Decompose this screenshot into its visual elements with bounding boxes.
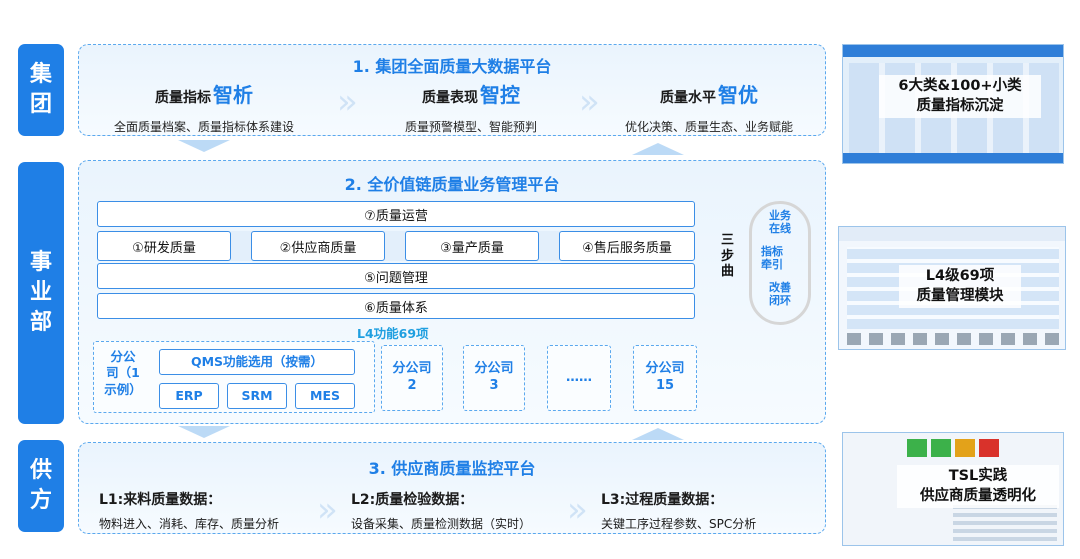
tier-division-label: 事 业 部 (29, 250, 52, 335)
p1-item-3-sub: 优化决策、质量生态、业务赋能 (624, 120, 793, 134)
p3-item-1-sub: 物料进入、消耗、库存、质量分析 (99, 517, 280, 531)
p3-item-3: L3:过程质量数据： 关键工序过程参数、SPC分析 (601, 489, 821, 532)
p1-item-1: 质量指标智析 全面质量档案、质量指标体系建设 (79, 79, 329, 135)
p3-item-2-sub: 设备采集、质量检测数据（实时） (351, 517, 532, 531)
arrow-up-icon (632, 428, 684, 440)
arrow-down-icon (178, 426, 230, 438)
arrow-up-icon (632, 143, 684, 155)
branch-ellipsis: …… (547, 345, 611, 411)
cycle-ring (749, 201, 811, 325)
thumb-color-block (907, 439, 927, 457)
tier-group-label: 集 团 (29, 62, 52, 117)
tier-division: 事 业 部 (18, 162, 64, 424)
p3-item-3-sub: 关键工序过程参数、SPC分析 (601, 517, 757, 531)
platform-3-title: 3. 供应商质量监控平台 (368, 459, 536, 478)
p3-item-2: L2:质量检验数据： 设备采集、质量检测数据（实时） (351, 489, 581, 532)
quality-ops-bar: ⑦质量运营 (97, 201, 695, 227)
arrow-down-icon (178, 140, 230, 152)
tier-supplier-label: 供 方 (29, 458, 52, 513)
chevron-right-icon: » (567, 490, 588, 530)
thumb-header-bar (843, 45, 1063, 57)
module-supplier: ②供应商质量 (251, 231, 385, 261)
platform-2-title: 2. 全价值链质量业务管理平台 (344, 175, 560, 194)
thumbnail-supplier: TSL实践 供应商质量透明化 (842, 432, 1064, 546)
module-after-sales: ④售后服务质量 (559, 231, 695, 261)
issue-management-bar: ⑤问题管理 (97, 263, 695, 289)
thumbnail-dashboard: 6大类&100+小类 质量指标沉淀 (842, 44, 1064, 164)
p3-item-1-kw: L1:来料质量数据： (99, 492, 222, 508)
chevron-right-icon: » (317, 490, 338, 530)
p1-item-2: 质量表现智控 质量预警模型、智能预判 (361, 79, 581, 135)
p1-item-2-sub: 质量预警模型、智能预判 (404, 120, 537, 134)
p1-item-3: 质量水平智优 优化决策、质量生态、业务赋能 (599, 79, 819, 135)
tier-group: 集 团 (18, 44, 64, 136)
cycle-step-1: 业务 在线 (769, 209, 791, 236)
quality-system-bar: ⑥质量体系 (97, 293, 695, 319)
p3-item-1: L1:来料质量数据： 物料进入、消耗、库存、质量分析 (99, 489, 329, 532)
cycle-step-2: 指标 牵引 (761, 245, 783, 272)
branch-1-label: 分公 司（1 示例） (104, 349, 142, 397)
thumbnail-2-label: L4级69项 质量管理模块 (899, 265, 1021, 309)
p1-item-1-sub: 全面质量档案、质量指标体系建设 (113, 120, 294, 134)
chevron-right-icon: » (337, 82, 358, 122)
thumb-color-block (979, 439, 999, 457)
qms-selection: QMS功能选用（按需） (159, 349, 355, 375)
branch-2: 分公司 2 (381, 345, 443, 411)
p1-item-1-kw: 质量指标 (155, 90, 211, 106)
branch-3: 分公司 3 (463, 345, 525, 411)
thumbnail-modules: L4级69项 质量管理模块 (838, 226, 1066, 350)
l4-label: L4功能69项 (357, 326, 429, 341)
thumb-color-block (955, 439, 975, 457)
erp-box: ERP (159, 383, 219, 409)
tier-supplier: 供 方 (18, 440, 64, 532)
p3-item-3-kw: L3:过程质量数据： (601, 492, 724, 508)
thumb-logo-row (847, 333, 1059, 345)
mes-box: MES (295, 383, 355, 409)
thumb-header-bar (839, 227, 1065, 241)
platform-3-panel: 3. 供应商质量监控平台 L1:来料质量数据： 物料进入、消耗、库存、质量分析 … (78, 442, 826, 534)
chevron-right-icon: » (579, 82, 600, 122)
thumbnail-3-label: TSL实践 供应商质量透明化 (897, 465, 1059, 509)
p1-item-3-kw: 质量水平 (660, 90, 716, 106)
thumbnail-1-label: 6大类&100+小类 质量指标沉淀 (879, 75, 1041, 119)
branch-15: 分公司 15 (633, 345, 697, 411)
thumb-color-block (931, 439, 951, 457)
p1-item-2-kw: 质量表现 (422, 90, 478, 106)
srm-box: SRM (227, 383, 287, 409)
thumb-footer-bar (843, 153, 1063, 163)
p1-item-2-big: 智控 (480, 83, 520, 107)
platform-1-panel: 1. 集团全面质量大数据平台 质量指标智析 全面质量档案、质量指标体系建设 » … (78, 44, 826, 136)
platform-1-title: 1. 集团全面质量大数据平台 (352, 57, 552, 76)
module-production: ③量产质量 (405, 231, 539, 261)
p1-item-1-big: 智析 (213, 83, 253, 107)
p1-item-3-big: 智优 (718, 83, 758, 107)
three-step-label: 三 步 曲 (721, 233, 735, 280)
platform-2-panel: 2. 全价值链质量业务管理平台 ⑦质量运营 ①研发质量 ②供应商质量 ③量产质量… (78, 160, 826, 424)
p3-item-2-kw: L2:质量检验数据： (351, 492, 474, 508)
module-rd: ①研发质量 (97, 231, 231, 261)
cycle-step-3: 改善 闭环 (769, 281, 791, 308)
